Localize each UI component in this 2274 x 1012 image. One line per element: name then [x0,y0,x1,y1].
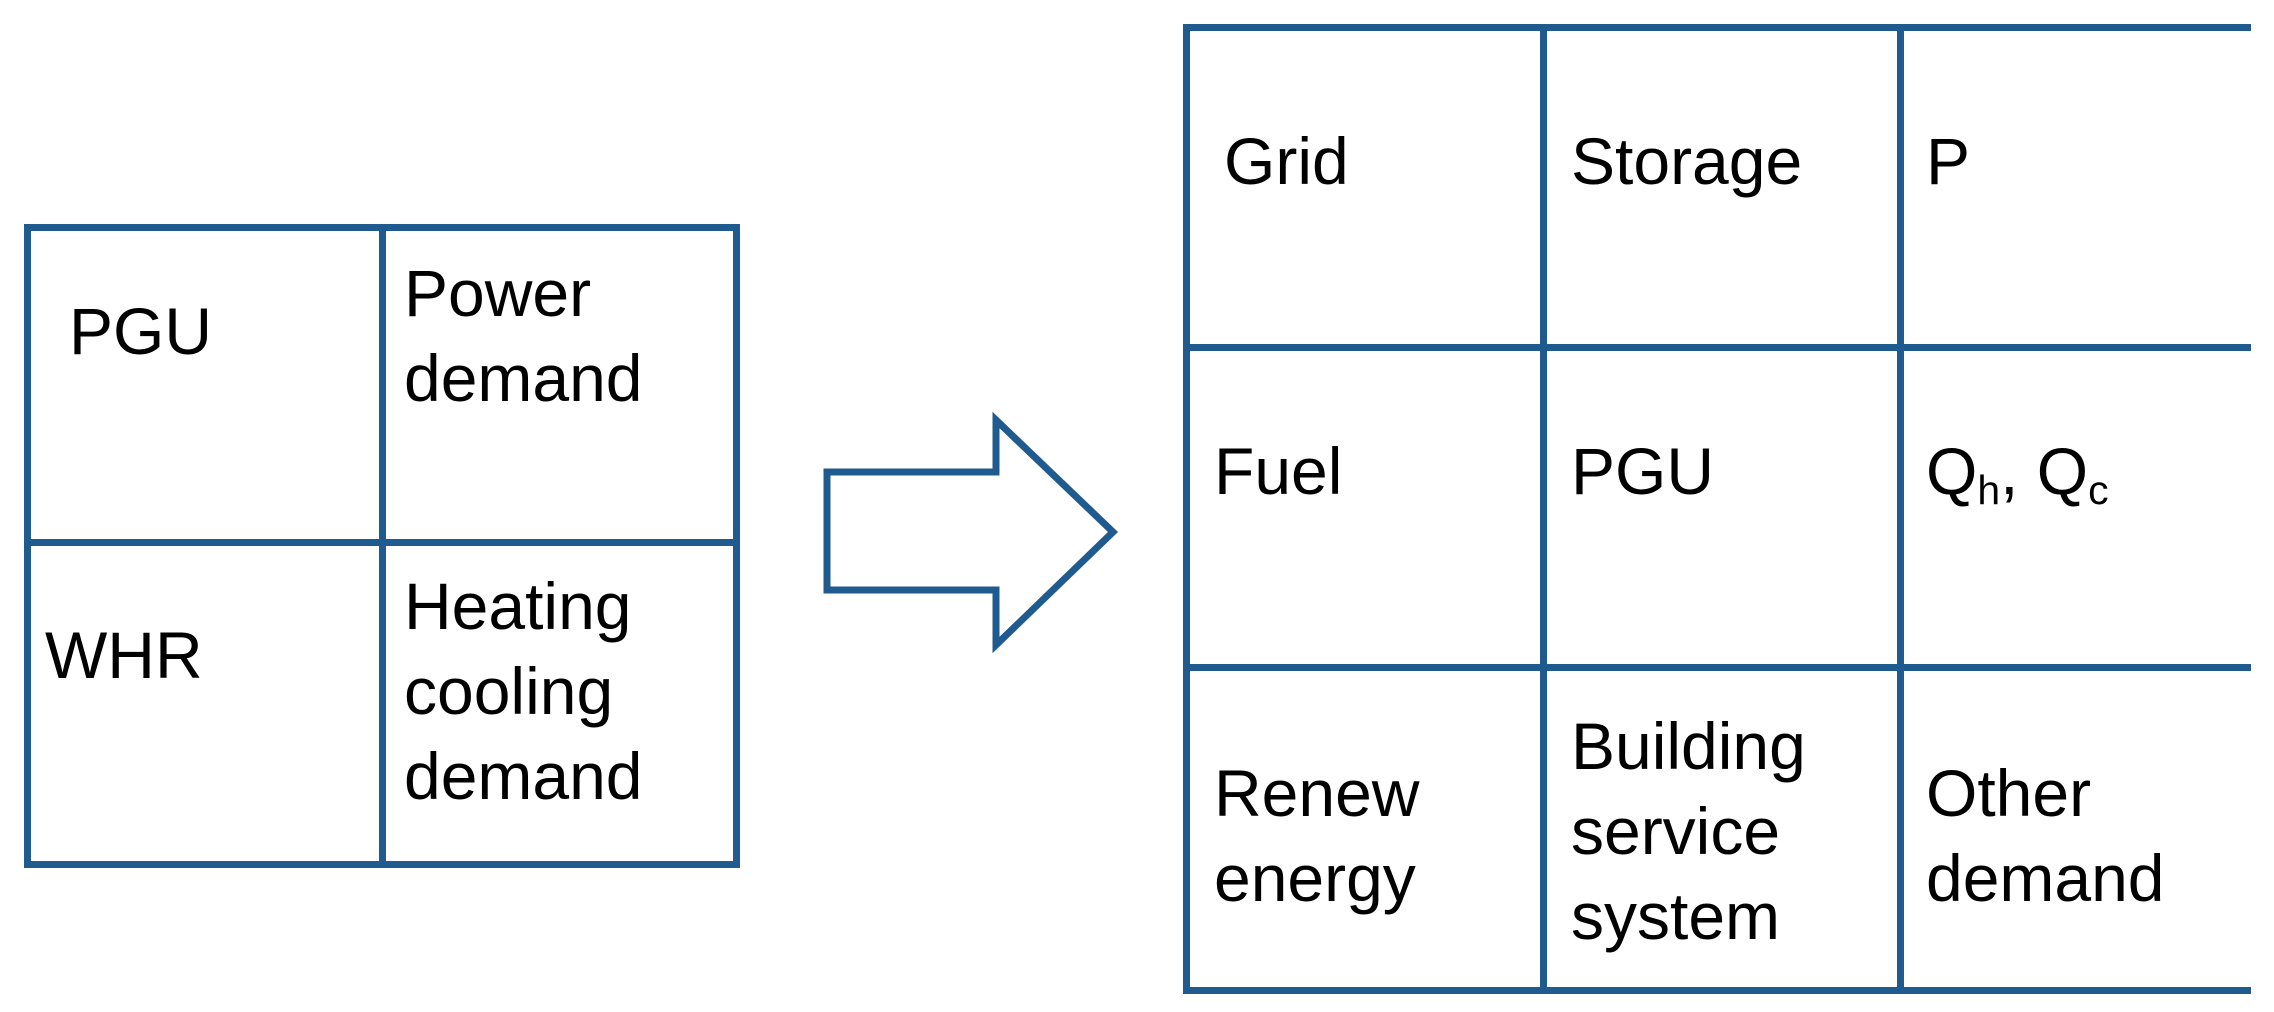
cell-storage-label: Storage [1571,124,1803,198]
cell-p-label: P [1926,124,1971,198]
cell-p: P [1904,31,2258,344]
left-grid: PGU Power demand WHR Heating cooling dem… [24,224,740,868]
cell-renew-energy: Renew energy [1190,671,1540,987]
q-cooling-subscript: c [2088,467,2109,514]
cell-pgu-center: PGU [1547,351,1897,664]
cell-power-demand-label: Power demand [404,256,643,416]
cell-whr: WHR [31,546,379,861]
cell-heating-cooling-demand-label: Heating cooling demand [404,569,643,814]
cell-other-demand-label: Other demand [1926,756,2165,916]
q-heating-symbol: Q [1926,434,1978,508]
cell-power-demand: Power demand [386,231,733,539]
cell-grid: Grid [1190,31,1540,344]
q-cooling-symbol: Q [2036,434,2089,508]
cell-qh-qc-label: Qh, Qc [1926,429,2254,514]
cell-grid-label: Grid [1224,124,1349,198]
cell-pgu-label: PGU [69,294,213,368]
right-grid: Grid Storage P Fuel PGU Qh, Qc Renew ene… [1183,24,2258,994]
cell-pgu: PGU [31,231,379,539]
cell-storage: Storage [1547,31,1897,344]
cell-whr-label: WHR [45,618,203,692]
cell-building-service-system-label: Building service system [1571,709,1806,954]
cell-qh-qc: Qh, Qc [1904,351,2258,664]
cell-heating-cooling-demand: Heating cooling demand [386,546,733,861]
cell-pgu-center-label: PGU [1571,434,1715,508]
cell-fuel-label: Fuel [1214,434,1343,508]
cell-renew-energy-label: Renew energy [1214,756,1420,916]
q-separator: , [2000,434,2037,508]
cell-other-demand: Other demand [1904,671,2258,987]
q-heating-subscript: h [1977,467,2001,514]
cell-building-service-system: Building service system [1547,671,1897,987]
cell-fuel: Fuel [1190,351,1540,664]
